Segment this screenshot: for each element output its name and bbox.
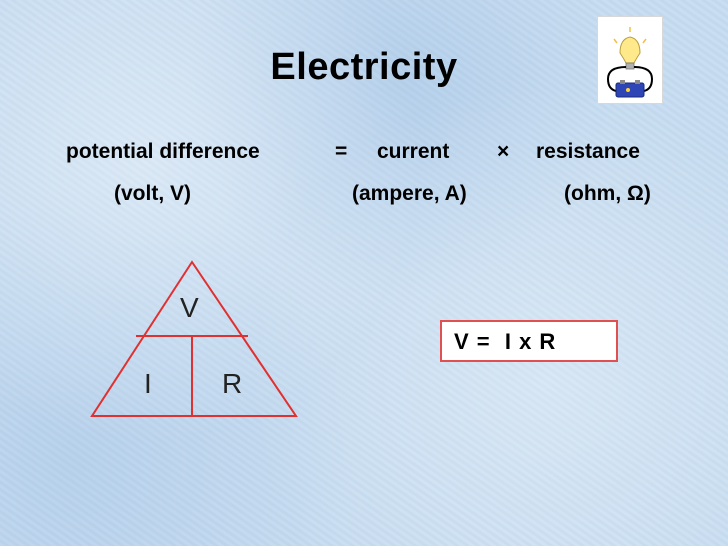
equation-resistance: resistance: [536, 140, 640, 163]
bulb-battery-circuit-icon: [597, 16, 663, 104]
triangle-outline: [90, 260, 298, 417]
equation-current: current: [377, 140, 450, 163]
unit-ampere: (ampere, A): [352, 182, 467, 205]
formula-box: V = I x R: [440, 320, 618, 362]
formula-triangle: V I R: [88, 260, 302, 422]
equation-equals: =: [335, 140, 348, 163]
triangle-v: V: [180, 292, 199, 323]
unit-ohm: (ohm, Ω): [564, 182, 651, 205]
equation-lhs: potential difference: [66, 140, 260, 163]
equation-times: ×: [497, 140, 510, 163]
unit-volt: (volt, V): [114, 182, 191, 205]
slide-title: Electricity: [270, 46, 458, 88]
triangle-r: R: [222, 368, 243, 399]
triangle-i: I: [144, 368, 152, 399]
